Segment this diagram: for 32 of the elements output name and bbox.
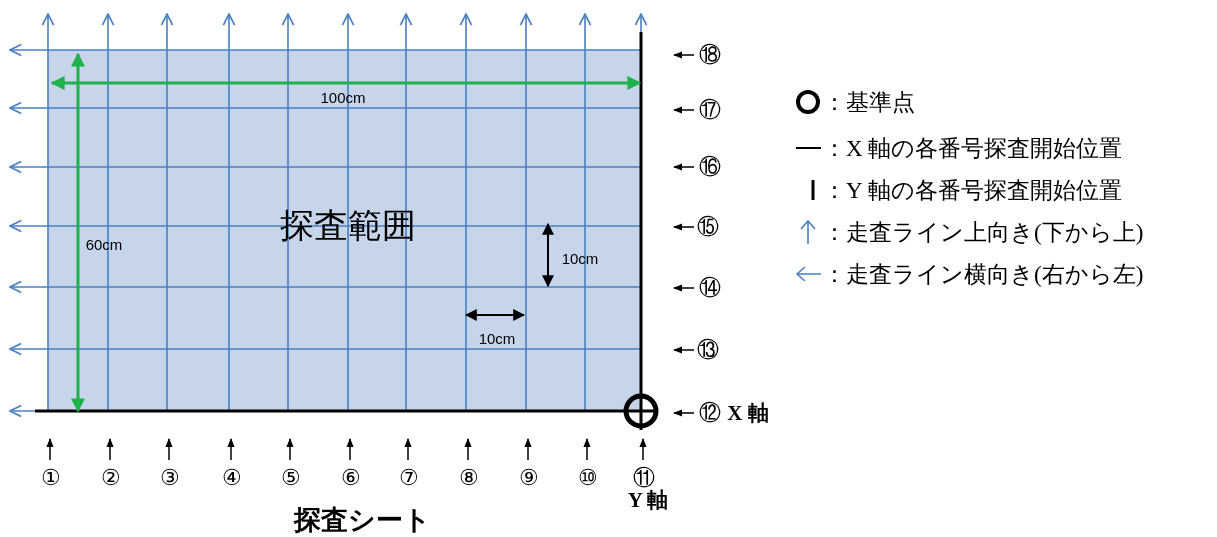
axis-label: X 軸	[727, 400, 769, 427]
dimension-label: 60cm	[85, 235, 123, 253]
position-number: ⑰	[699, 96, 721, 124]
position-number: ⑧	[459, 465, 479, 491]
position-number: ⑪	[633, 464, 655, 490]
position-number: ⑭	[699, 274, 721, 302]
area-title: 探査範囲	[280, 206, 416, 246]
position-number: ②	[101, 465, 121, 491]
position-number: ④	[222, 465, 242, 491]
dimension-label: 100cm	[320, 88, 366, 106]
caption: 探査シート	[293, 504, 431, 537]
legend-text: ：走査ライン上向き(下から上)	[823, 218, 1144, 247]
dimension-label: 10cm	[478, 329, 516, 347]
position-number: ⑫	[699, 399, 721, 427]
position-number: ①	[41, 465, 61, 491]
position-number: ③	[160, 465, 180, 491]
position-number: ⑯	[699, 153, 721, 181]
legend-text: ：Y 軸の各番号探査開始位置	[823, 176, 1122, 205]
position-number: ⑦	[399, 465, 419, 491]
legend-text: ：基準点	[823, 88, 915, 117]
position-number: ⑬	[697, 336, 719, 364]
legend-text: ：走査ライン横向き(右から左)	[823, 260, 1144, 289]
position-number: ⑩	[578, 465, 598, 491]
position-number: ⑮	[697, 213, 719, 241]
legend-text: ：X 軸の各番号探査開始位置	[823, 134, 1123, 163]
search-area	[48, 50, 641, 411]
dimension-label: 10cm	[561, 249, 599, 267]
position-number: ⑤	[281, 465, 301, 491]
position-number: ⑱	[699, 41, 721, 69]
position-number: ⑥	[341, 465, 361, 491]
axis-label: Y 軸	[627, 488, 669, 514]
position-number: ⑨	[519, 465, 539, 491]
